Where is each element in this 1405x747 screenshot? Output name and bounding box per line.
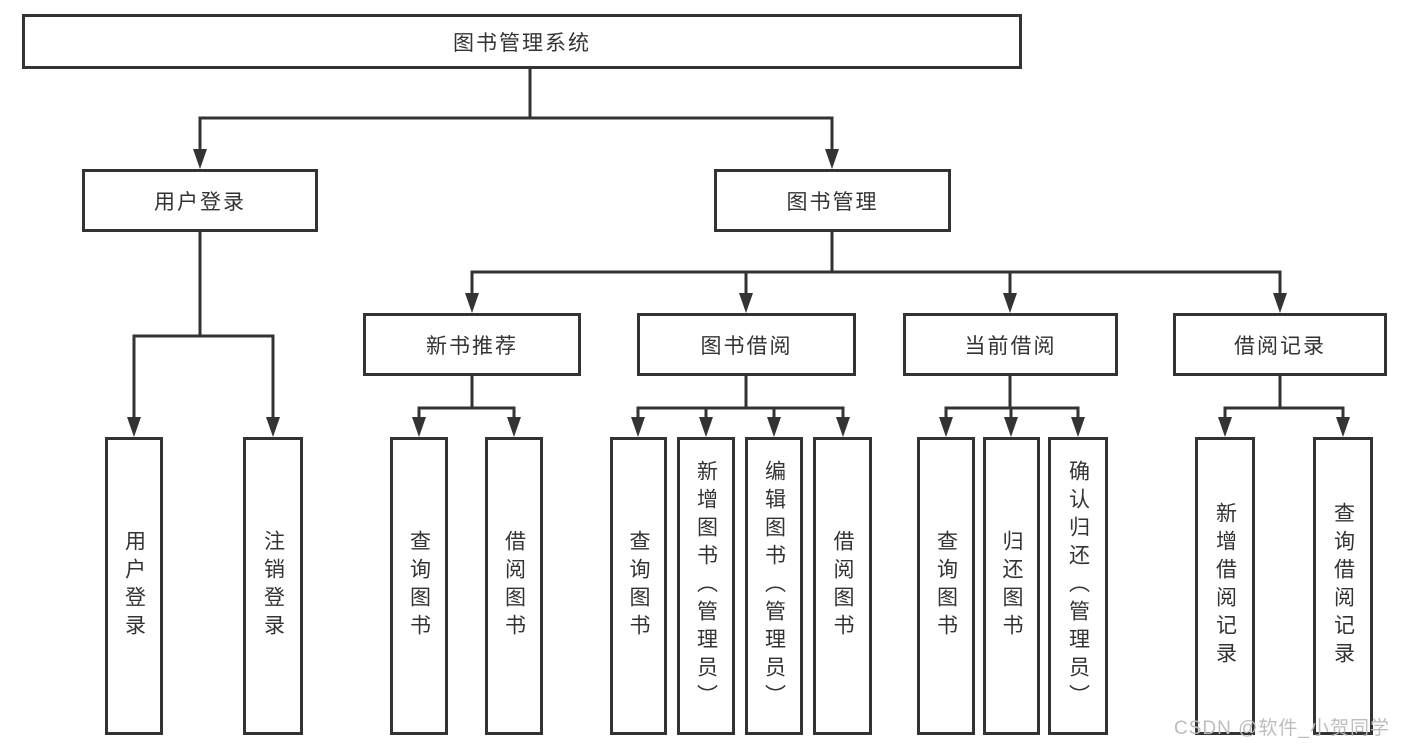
leaf-query-books-3: 查询图书 [917,437,975,735]
node-root-label: 图书管理系统 [453,31,591,55]
node-current-borrow-label: 当前借阅 [964,334,1057,358]
node-borrow-records-label: 借阅记录 [1234,334,1326,358]
leaf-borrow-books-1: 借阅图书 [485,437,543,735]
leaf-logout: 注销登录 [243,437,303,735]
leaf-add-books-admin: 新增图书（管理员） [677,437,735,735]
leaf-query-books-1-label: 查询图书 [407,530,431,642]
leaf-borrow-books-2-label: 借阅图书 [831,530,855,642]
leaf-add-books-admin-label: 新增图书（管理员） [694,460,718,712]
node-new-book-recommend: 新书推荐 [363,313,581,376]
node-borrow-records: 借阅记录 [1173,313,1387,376]
leaf-add-borrow-record-label: 新增借阅记录 [1213,502,1237,670]
leaf-return-books: 归还图书 [983,437,1040,735]
leaf-query-books-2: 查询图书 [610,437,667,735]
leaf-user-login-label: 用户登录 [122,530,146,642]
leaf-confirm-return-admin-label: 确认归还（管理员） [1066,460,1090,712]
leaf-query-books-1: 查询图书 [390,437,448,735]
leaf-edit-books-admin: 编辑图书（管理员） [745,437,803,735]
leaf-borrow-books-1-label: 借阅图书 [502,530,526,642]
leaf-logout-label: 注销登录 [261,530,285,642]
leaf-query-borrow-record-label: 查询借阅记录 [1331,502,1355,670]
node-new-book-recommend-label: 新书推荐 [426,334,518,358]
leaf-return-books-label: 归还图书 [1000,530,1024,642]
node-book-management: 图书管理 [714,169,951,232]
leaf-add-borrow-record: 新增借阅记录 [1195,437,1255,735]
leaf-query-borrow-record: 查询借阅记录 [1313,437,1373,735]
node-root: 图书管理系统 [22,14,1022,69]
node-user-login-label: 用户登录 [154,190,246,214]
csdn-watermark: CSDN @软件_小贺同学 [1174,718,1390,739]
leaf-user-login: 用户登录 [105,437,163,735]
leaf-confirm-return-admin: 确认归还（管理员） [1048,437,1108,735]
node-user-login: 用户登录 [82,169,318,232]
node-book-borrow: 图书借阅 [637,313,856,376]
leaf-edit-books-admin-label: 编辑图书（管理员） [762,460,786,712]
node-book-management-label: 图书管理 [786,190,879,214]
leaf-borrow-books-2: 借阅图书 [813,437,872,735]
connector-paths [132,69,1345,419]
leaf-query-books-3-label: 查询图书 [934,530,958,642]
node-book-borrow-label: 图书借阅 [700,334,793,358]
arrowheads [127,149,1350,437]
node-current-borrow: 当前借阅 [903,313,1118,376]
leaf-query-books-2-label: 查询图书 [627,530,651,642]
